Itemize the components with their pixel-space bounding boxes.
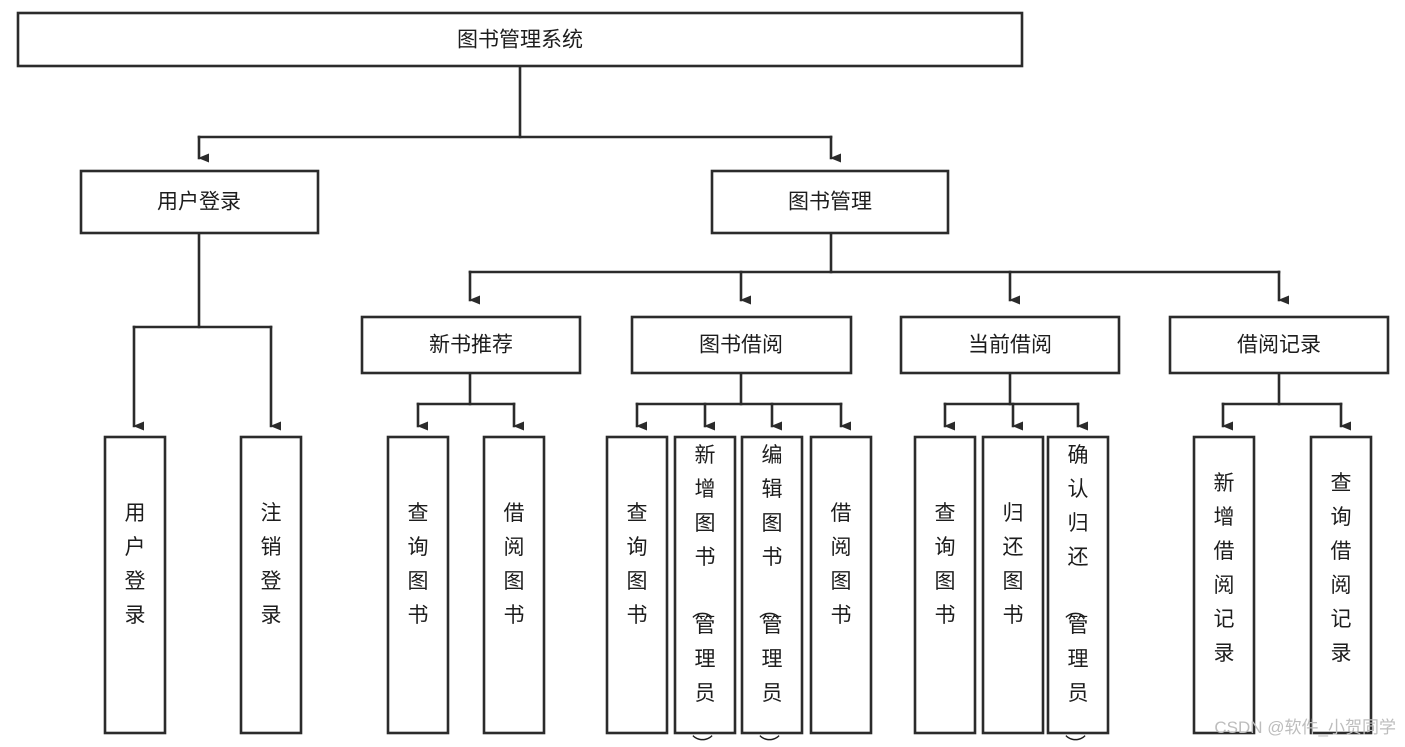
node-current-borrow[interactable]: 当前借阅 bbox=[899, 315, 1121, 375]
node-leaf-borrow-book-2-box[interactable] bbox=[809, 435, 873, 735]
node-book-borrow[interactable]: 图书借阅 bbox=[630, 315, 853, 375]
node-root-box[interactable] bbox=[16, 11, 1024, 68]
node-leaf-confirm-return-box[interactable] bbox=[1046, 435, 1110, 735]
connector-layer bbox=[132, 64, 1351, 431]
node-user-login[interactable]: 用户登录 bbox=[79, 169, 320, 235]
csdn-watermark: CSDN @软件_小贺同学 bbox=[1214, 718, 1396, 737]
node-leaf-add-record-label: 新增借阅记录 bbox=[1214, 472, 1235, 665]
node-leaf-borrow-book-2-label: 借阅图书 bbox=[831, 502, 852, 627]
node-leaf-add-book-label: 新增图书（管理员） bbox=[690, 444, 716, 747]
node-leaf-query-record-label: 查询借阅记录 bbox=[1331, 472, 1352, 665]
node-leaf-return-book-box[interactable] bbox=[981, 435, 1045, 735]
node-leaf-query-book-3[interactable]: 查询图书 bbox=[913, 435, 977, 735]
node-leaf-add-book-box[interactable] bbox=[673, 435, 737, 735]
node-leaf-logout-label: 注销登录 bbox=[261, 502, 282, 627]
node-book-borrow-label: 图书借阅 bbox=[699, 334, 783, 357]
node-leaf-logout[interactable]: 注销登录 bbox=[239, 435, 303, 735]
node-leaf-user-login[interactable]: 用户登录 bbox=[103, 435, 167, 735]
node-root-label: 图书管理系统 bbox=[457, 29, 583, 52]
node-book-manage-label: 图书管理 bbox=[788, 191, 872, 214]
node-leaf-borrow-book-1-box[interactable] bbox=[482, 435, 546, 735]
node-leaf-query-book-1[interactable]: 查询图书 bbox=[386, 435, 450, 735]
node-book-manage[interactable]: 图书管理 bbox=[710, 169, 950, 235]
node-leaf-add-record[interactable]: 新增借阅记录 bbox=[1192, 435, 1256, 735]
node-leaf-query-book-3-label: 查询图书 bbox=[935, 502, 956, 627]
node-leaf-return-book[interactable]: 归还图书 bbox=[981, 435, 1045, 735]
node-new-book-rec[interactable]: 新书推荐 bbox=[360, 315, 582, 375]
node-new-book-rec-box[interactable] bbox=[360, 315, 582, 375]
node-current-borrow-box[interactable] bbox=[899, 315, 1121, 375]
node-leaf-confirm-return[interactable]: 确认归还（管理员） bbox=[1046, 435, 1110, 747]
node-leaf-borrow-book-2[interactable]: 借阅图书 bbox=[809, 435, 873, 735]
node-new-book-rec-label: 新书推荐 bbox=[429, 334, 513, 357]
node-leaf-query-book-2-box[interactable] bbox=[605, 435, 669, 735]
node-leaf-query-book-2-label: 查询图书 bbox=[627, 502, 648, 627]
node-leaf-edit-book-box[interactable] bbox=[740, 435, 804, 735]
node-leaf-query-book-1-label: 查询图书 bbox=[408, 502, 429, 627]
node-leaf-query-record-box[interactable] bbox=[1309, 435, 1373, 735]
node-user-login-box[interactable] bbox=[79, 169, 320, 235]
node-user-login-label: 用户登录 bbox=[157, 191, 241, 214]
node-leaf-edit-book[interactable]: 编辑图书（管理员） bbox=[740, 435, 804, 747]
node-leaf-user-login-box[interactable] bbox=[103, 435, 167, 735]
node-leaf-return-book-label: 归还图书 bbox=[1003, 502, 1024, 627]
node-leaf-add-record-box[interactable] bbox=[1192, 435, 1256, 735]
node-leaf-query-book-1-box[interactable] bbox=[386, 435, 450, 735]
node-leaf-edit-book-label: 编辑图书（管理员） bbox=[757, 444, 783, 747]
node-leaf-borrow-book-1[interactable]: 借阅图书 bbox=[482, 435, 546, 735]
node-current-borrow-label: 当前借阅 bbox=[968, 334, 1052, 357]
node-leaf-logout-box[interactable] bbox=[239, 435, 303, 735]
node-book-manage-box[interactable] bbox=[710, 169, 950, 235]
node-leaf-confirm-return-label: 确认归还（管理员） bbox=[1063, 444, 1089, 747]
node-leaf-query-book-2[interactable]: 查询图书 bbox=[605, 435, 669, 735]
node-leaf-add-book[interactable]: 新增图书（管理员） bbox=[673, 435, 737, 747]
node-book-borrow-box[interactable] bbox=[630, 315, 853, 375]
node-borrow-record-label: 借阅记录 bbox=[1237, 334, 1321, 357]
node-leaf-user-login-label: 用户登录 bbox=[125, 502, 146, 627]
node-borrow-record-box[interactable] bbox=[1168, 315, 1390, 375]
node-leaf-query-book-3-box[interactable] bbox=[913, 435, 977, 735]
node-borrow-record[interactable]: 借阅记录 bbox=[1168, 315, 1390, 375]
node-root[interactable]: 图书管理系统 bbox=[16, 11, 1024, 68]
node-leaf-borrow-book-1-label: 借阅图书 bbox=[504, 502, 525, 627]
node-leaf-query-record[interactable]: 查询借阅记录 bbox=[1309, 435, 1373, 735]
